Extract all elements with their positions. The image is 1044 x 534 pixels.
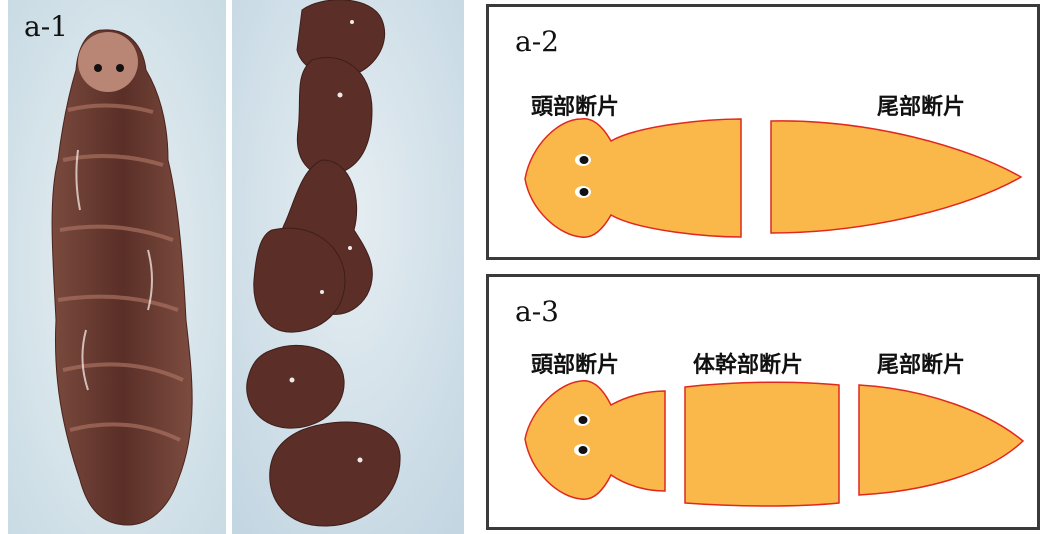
tail-fragment-shape <box>771 121 1021 233</box>
eye-left-dot <box>94 64 102 72</box>
head-fragment-shape <box>525 381 665 500</box>
trunk-fragment-shape <box>685 382 839 506</box>
planarian-head <box>78 32 138 92</box>
panel-label-a1: a-1 <box>24 10 68 43</box>
panel-a2-diagram: a-2 頭部断片 尾部断片 <box>486 4 1040 260</box>
eye-right-dot <box>116 64 124 72</box>
intact-planarian-photo <box>8 0 226 534</box>
panel-a3-diagram: a-3 頭部断片 体幹部断片 尾部断片 <box>486 274 1040 530</box>
fragmented-planarian-photo <box>232 0 464 534</box>
head-fragment-shape <box>525 119 741 238</box>
tail-fragment-shape <box>859 385 1023 495</box>
